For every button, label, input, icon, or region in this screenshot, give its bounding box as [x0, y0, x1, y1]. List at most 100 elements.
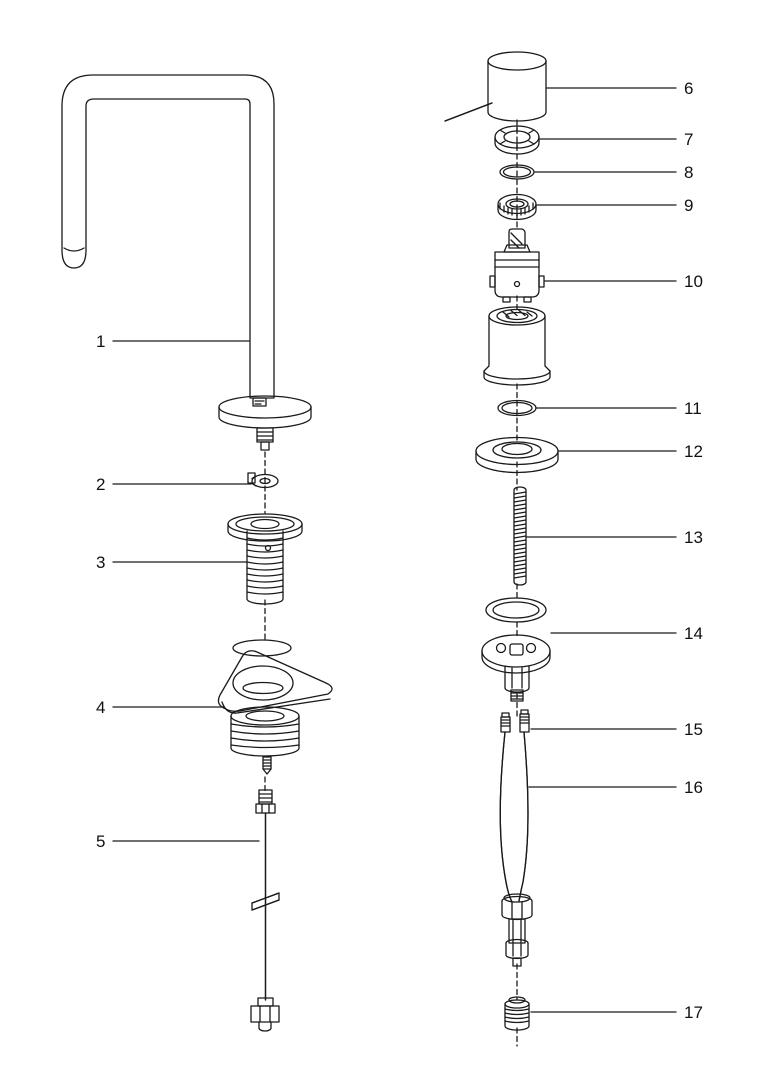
- cartridge-leg-right: [523, 296, 532, 303]
- part-cartridge: [489, 228, 545, 303]
- cartridge-tab-right: [538, 275, 545, 288]
- part-threaded-shank: [227, 513, 303, 605]
- part-base-flange: [475, 436, 559, 474]
- mount-screw-threads: [262, 759, 272, 767]
- adapter-body: [504, 1003, 530, 1031]
- label-15: 15: [684, 720, 703, 739]
- clip-inner: [259, 477, 271, 485]
- label-2: 2: [96, 475, 105, 494]
- nipple-right-threads: [519, 716, 530, 724]
- mount-triangle-plate: [217, 650, 333, 712]
- sleeve-body: [483, 315, 551, 386]
- gasket-outer: [485, 597, 547, 623]
- label-4: 4: [96, 698, 105, 717]
- stud-outline: [513, 486, 527, 586]
- cartridge-detail: [513, 280, 521, 288]
- cartridge-tab-left: [489, 275, 496, 288]
- shank-flange-band: [227, 523, 303, 542]
- clip-outer: [251, 473, 279, 489]
- cartridge-stem-hatch: [510, 232, 523, 249]
- hose-top-hex-facets: [261, 803, 270, 814]
- stabilizer-hole-right: [525, 642, 537, 654]
- dome-ring-band: [494, 136, 540, 155]
- handle-top: [487, 51, 547, 71]
- mount-ring-threads: [230, 723, 300, 749]
- hose-hex-facets: [511, 901, 523, 919]
- shank-flange-ring: [235, 516, 295, 532]
- part-flex-hoses: [499, 731, 533, 967]
- stabilizer-band: [481, 650, 551, 674]
- lever-arm-inner: [444, 102, 493, 122]
- part-label-3: 3: [96, 553, 247, 572]
- part-label-1: 1: [96, 332, 250, 351]
- label-3: 3: [96, 553, 105, 572]
- part-label-6: 6: [546, 79, 693, 98]
- flex-hose-left-outer: [499, 731, 513, 903]
- part-label-8: 8: [534, 163, 693, 182]
- stabilizer-plate: [481, 634, 551, 668]
- part-threaded-stud: [513, 486, 527, 586]
- ring-nut-knurl: [499, 202, 534, 217]
- part-ring-nut: [497, 193, 537, 221]
- mount-plate-hole: [232, 665, 294, 701]
- hose-cylinder: [508, 918, 526, 944]
- spout-stub-tip: [260, 441, 270, 451]
- mount-oring: [232, 639, 292, 657]
- part-label-4: 4: [96, 698, 225, 717]
- shank-flange-hole: [250, 518, 280, 530]
- hose-small-nut: [505, 942, 529, 960]
- part-mounting-assembly: [217, 639, 333, 775]
- hose-hex-top: [501, 895, 533, 902]
- mount-plate-thickness: [221, 698, 331, 714]
- part-label-2: 2: [96, 475, 252, 494]
- part-retaining-clip: [247, 472, 279, 489]
- brand-mark-lines: [254, 400, 265, 405]
- hose-small-nut-top: [505, 938, 529, 944]
- shank-setscrew: [264, 544, 272, 552]
- adapter-top: [504, 999, 530, 1009]
- clip-ends: [251, 475, 257, 487]
- adapter-threads: [504, 1008, 530, 1024]
- ring-nut-hole: [509, 200, 525, 208]
- clip-gap: [247, 472, 256, 484]
- part-label-10: 10: [544, 272, 703, 291]
- part-label-5: 5: [96, 832, 260, 851]
- label-14: 14: [684, 624, 703, 643]
- stabilizer-hole-left: [495, 642, 507, 654]
- gasket-inner: [492, 601, 540, 619]
- flex-hose-left-inner: [499, 731, 513, 903]
- part-stabilizer: [481, 597, 551, 702]
- label-7: 7: [684, 130, 693, 149]
- axis-lines: [264, 119, 518, 1047]
- label-5: 5: [96, 832, 105, 851]
- label-17: 17: [684, 1003, 703, 1022]
- cartridge-stem: [508, 228, 526, 249]
- hose-bottom-tip: [258, 1021, 272, 1032]
- handle-body: [487, 60, 547, 122]
- hose-top-hex: [255, 803, 276, 814]
- part-spout: [61, 74, 312, 451]
- nipple-left-threads: [500, 719, 511, 727]
- part-label-16: 16: [528, 778, 703, 797]
- base-flange-top: [475, 436, 559, 466]
- part-label-14: 14: [550, 624, 703, 643]
- shank-flange-top: [227, 513, 303, 535]
- stabilizer-tip-threads: [510, 692, 524, 700]
- hose-small-nut-facets: [512, 943, 522, 957]
- hose-hex-nut: [501, 900, 533, 921]
- label-11: 11: [684, 399, 702, 418]
- label-1: 1: [96, 332, 105, 351]
- label-6: 6: [684, 79, 693, 98]
- mount-screw-tip: [262, 768, 272, 775]
- sleeve-flange-edge: [483, 370, 551, 380]
- sleeve-hole: [505, 311, 529, 321]
- brand-mark: [252, 397, 267, 407]
- oring-upper-outer: [499, 164, 535, 180]
- hose-cylinder-lines: [512, 918, 522, 944]
- stabilizer-center-hole: [509, 643, 524, 656]
- hose-top-threads: [258, 793, 273, 803]
- part-label-12: 12: [558, 442, 703, 461]
- part-label-15: 15: [530, 720, 703, 739]
- spout-nozzle-line: [63, 247, 85, 252]
